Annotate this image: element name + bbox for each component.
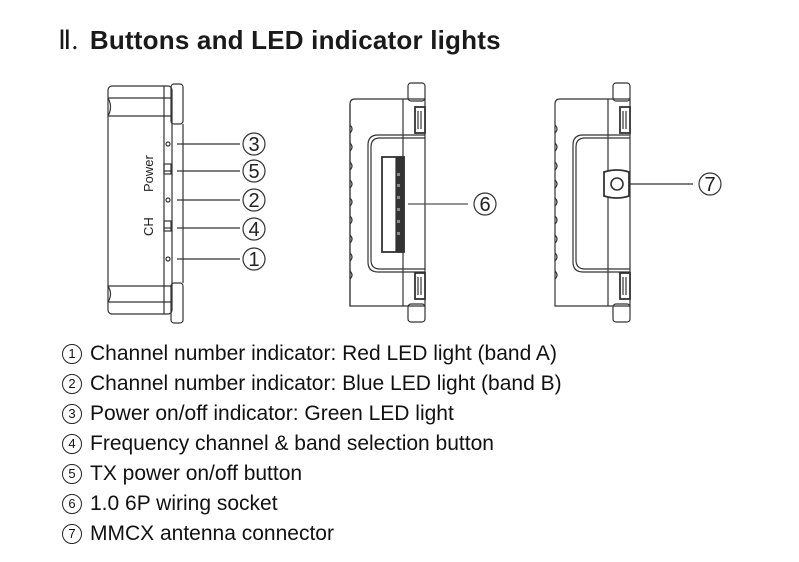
legend-item: 1 Channel number indicator: Red LED light… <box>60 339 562 369</box>
button-tx-power[interactable] <box>163 163 172 175</box>
callout-5-text: 5 <box>248 161 259 183</box>
callout-5 <box>242 159 266 183</box>
callout-7-text: 7 <box>704 174 715 196</box>
callout-4 <box>242 217 266 241</box>
legend-item: 2 Channel number indicator: Blue LED ligh… <box>60 369 562 399</box>
legend-text: TX power on/off button <box>90 462 303 485</box>
legend-text: MMCX antenna connector <box>90 522 334 545</box>
legend-number: 6 <box>62 494 82 514</box>
section-number: Ⅱ. <box>58 25 79 55</box>
legend-number: 7 <box>62 524 82 544</box>
legend-item: 6 1.0 6P wiring socket <box>60 489 562 519</box>
legend-number: 1 <box>62 344 82 364</box>
callout-3-text: 3 <box>248 134 259 156</box>
device-front-view <box>107 83 266 324</box>
callout-7 <box>698 172 722 196</box>
legend-item: 4 Frequency channel & band selection butt… <box>60 429 562 459</box>
legend-number: 3 <box>62 404 82 424</box>
callout-6-text: 6 <box>479 194 490 216</box>
callout-3 <box>242 132 266 156</box>
button-channel-select[interactable] <box>163 220 172 232</box>
front-top-clip <box>170 83 184 125</box>
label-power: Power <box>141 154 156 192</box>
led-channel-red <box>165 256 171 262</box>
legend-text: Frequency channel & band selection butto… <box>90 432 494 455</box>
legend-text: Channel number indicator: Blue LED light… <box>90 372 562 395</box>
callout-4-text: 4 <box>248 219 259 241</box>
front-body <box>107 85 173 315</box>
led-power-green <box>165 141 171 147</box>
device-side-antenna-view <box>554 82 722 323</box>
front-bottom-clip <box>170 282 184 324</box>
legend-number: 2 <box>62 374 82 394</box>
legend-text: 1.0 6P wiring socket <box>90 492 278 515</box>
label-ch: CH <box>141 217 156 236</box>
callout-2-text: 2 <box>248 190 259 212</box>
legend-text: Channel number indicator: Red LED light … <box>90 342 557 365</box>
callout-6 <box>473 192 497 216</box>
legend-number: 4 <box>62 434 82 454</box>
callout-1 <box>242 247 266 271</box>
legend-text: Power on/off indicator: Green LED light <box>90 402 454 425</box>
legend-number: 5 <box>62 464 82 484</box>
legend-item: 7 MMCX antenna connector <box>60 519 562 549</box>
section-title: Buttons and LED indicator lights <box>89 25 501 55</box>
page-title: Ⅱ. Buttons and LED indicator lights <box>58 25 501 56</box>
led-channel-blue <box>165 197 171 203</box>
legend-item: 5 TX power on/off button <box>60 459 562 489</box>
device-side-socket-view <box>349 82 497 323</box>
legend-item: 3 Power on/off indicator: Green LED light <box>60 399 562 429</box>
legend-list: 1 Channel number indicator: Red LED light… <box>60 339 562 549</box>
mmcx-connector <box>603 169 630 199</box>
callout-1-text: 1 <box>248 249 259 271</box>
callout-2 <box>242 188 266 212</box>
